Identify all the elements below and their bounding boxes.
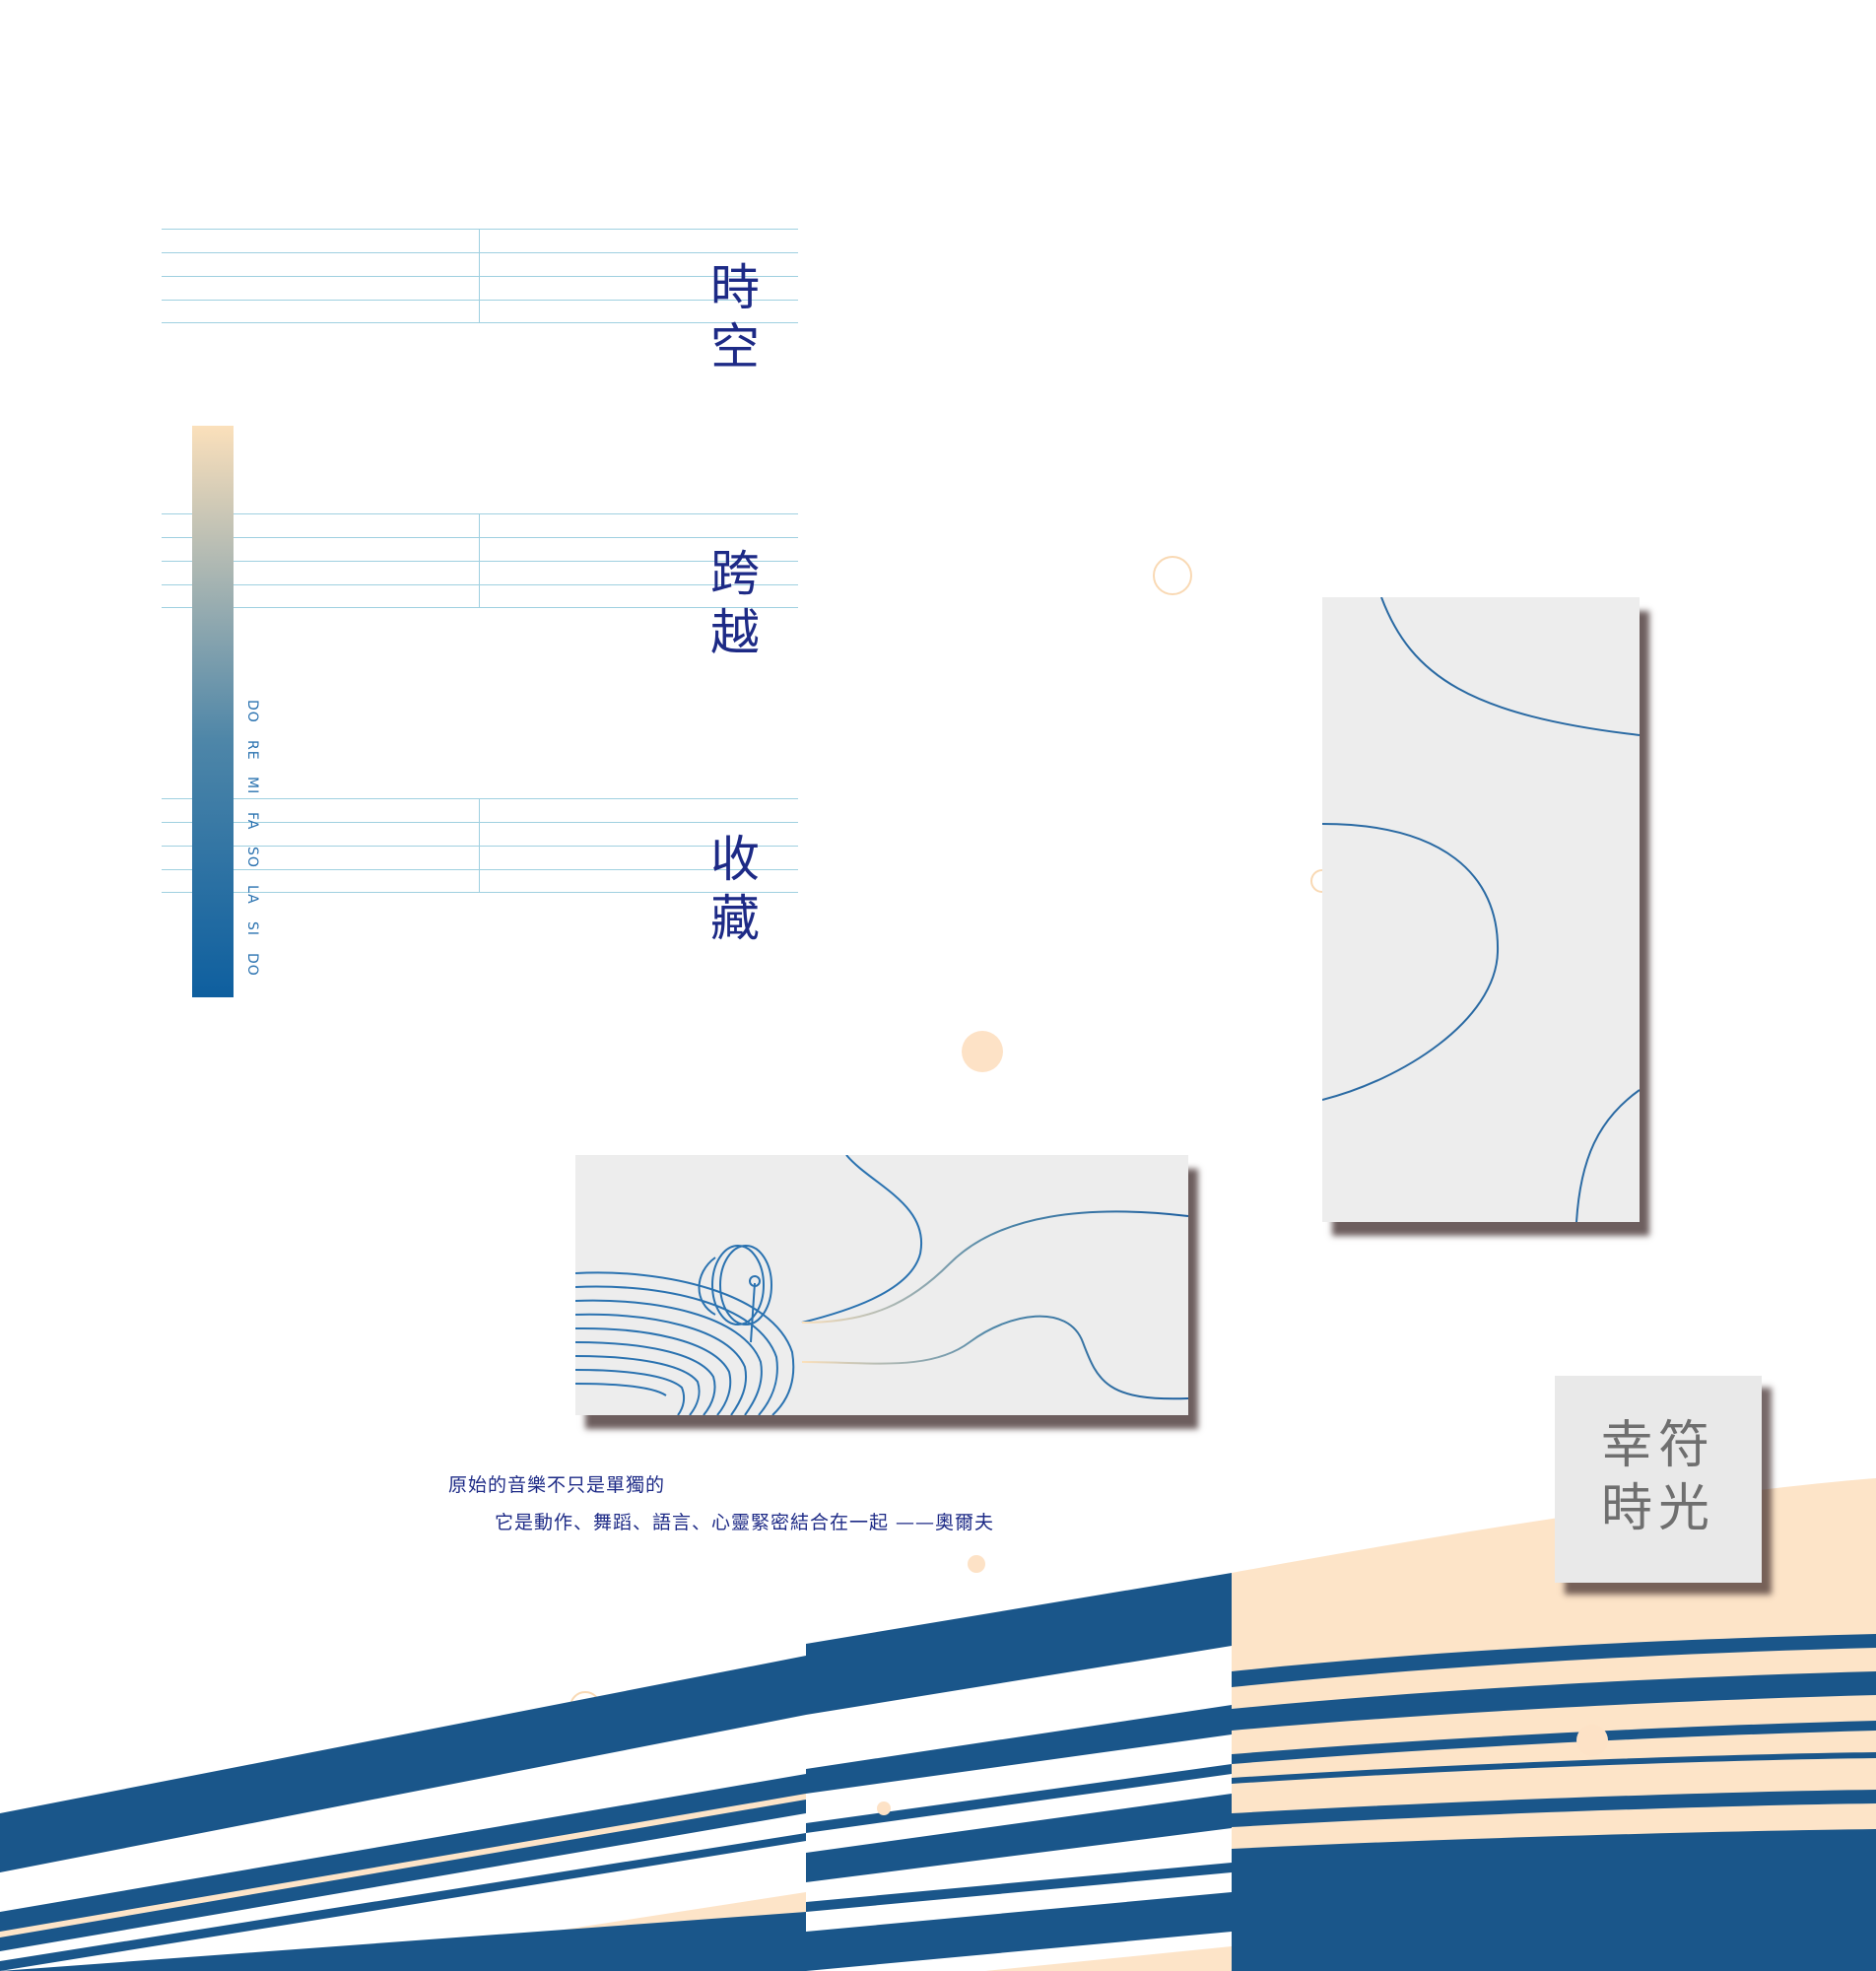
solfege-note: DO <box>244 952 260 977</box>
wave-lines-icon <box>1322 597 1640 1222</box>
filled-circle <box>962 1031 1003 1072</box>
solfege-note: DO <box>244 700 260 723</box>
gradient-bar <box>192 426 234 997</box>
badge-line-1: 幸符 <box>1600 1416 1715 1475</box>
solfege-scale: DO RE MI FA SO LA SI DO <box>244 700 264 992</box>
stripe-wave-pattern <box>0 1478 1876 1971</box>
title-line-1: 時空 <box>710 259 760 375</box>
badge-card: 幸符 時光 <box>1555 1376 1762 1583</box>
badge-line-2: 時光 <box>1600 1479 1715 1538</box>
music-staff-middle <box>162 513 798 608</box>
solfege-note: LA <box>244 884 260 905</box>
solfege-note: MI <box>244 777 260 795</box>
music-staff-top <box>162 229 798 323</box>
solfege-note: RE <box>244 739 260 761</box>
filled-circle <box>1576 1725 1608 1756</box>
music-staff-bottom <box>162 798 798 893</box>
solfege-note: SI <box>244 920 260 936</box>
gramophone-illustration-icon <box>575 1155 1188 1415</box>
quote-line-2: 它是動作、舞蹈、語言、心靈緊密結合在一起 ——奧爾夫 <box>495 1512 995 1533</box>
title-line-2: 跨越 <box>710 545 760 661</box>
title-line-3: 收藏 <box>710 831 760 947</box>
ring-circle <box>1153 556 1192 595</box>
record-player-card <box>575 1155 1188 1415</box>
filled-circle <box>877 1801 891 1815</box>
solfege-note: FA <box>244 811 260 830</box>
solfege-note: SO <box>244 846 260 868</box>
filled-circle <box>968 1555 985 1573</box>
quote-line-1: 原始的音樂不只是單獨的 <box>448 1474 666 1496</box>
tall-card <box>1322 597 1640 1222</box>
